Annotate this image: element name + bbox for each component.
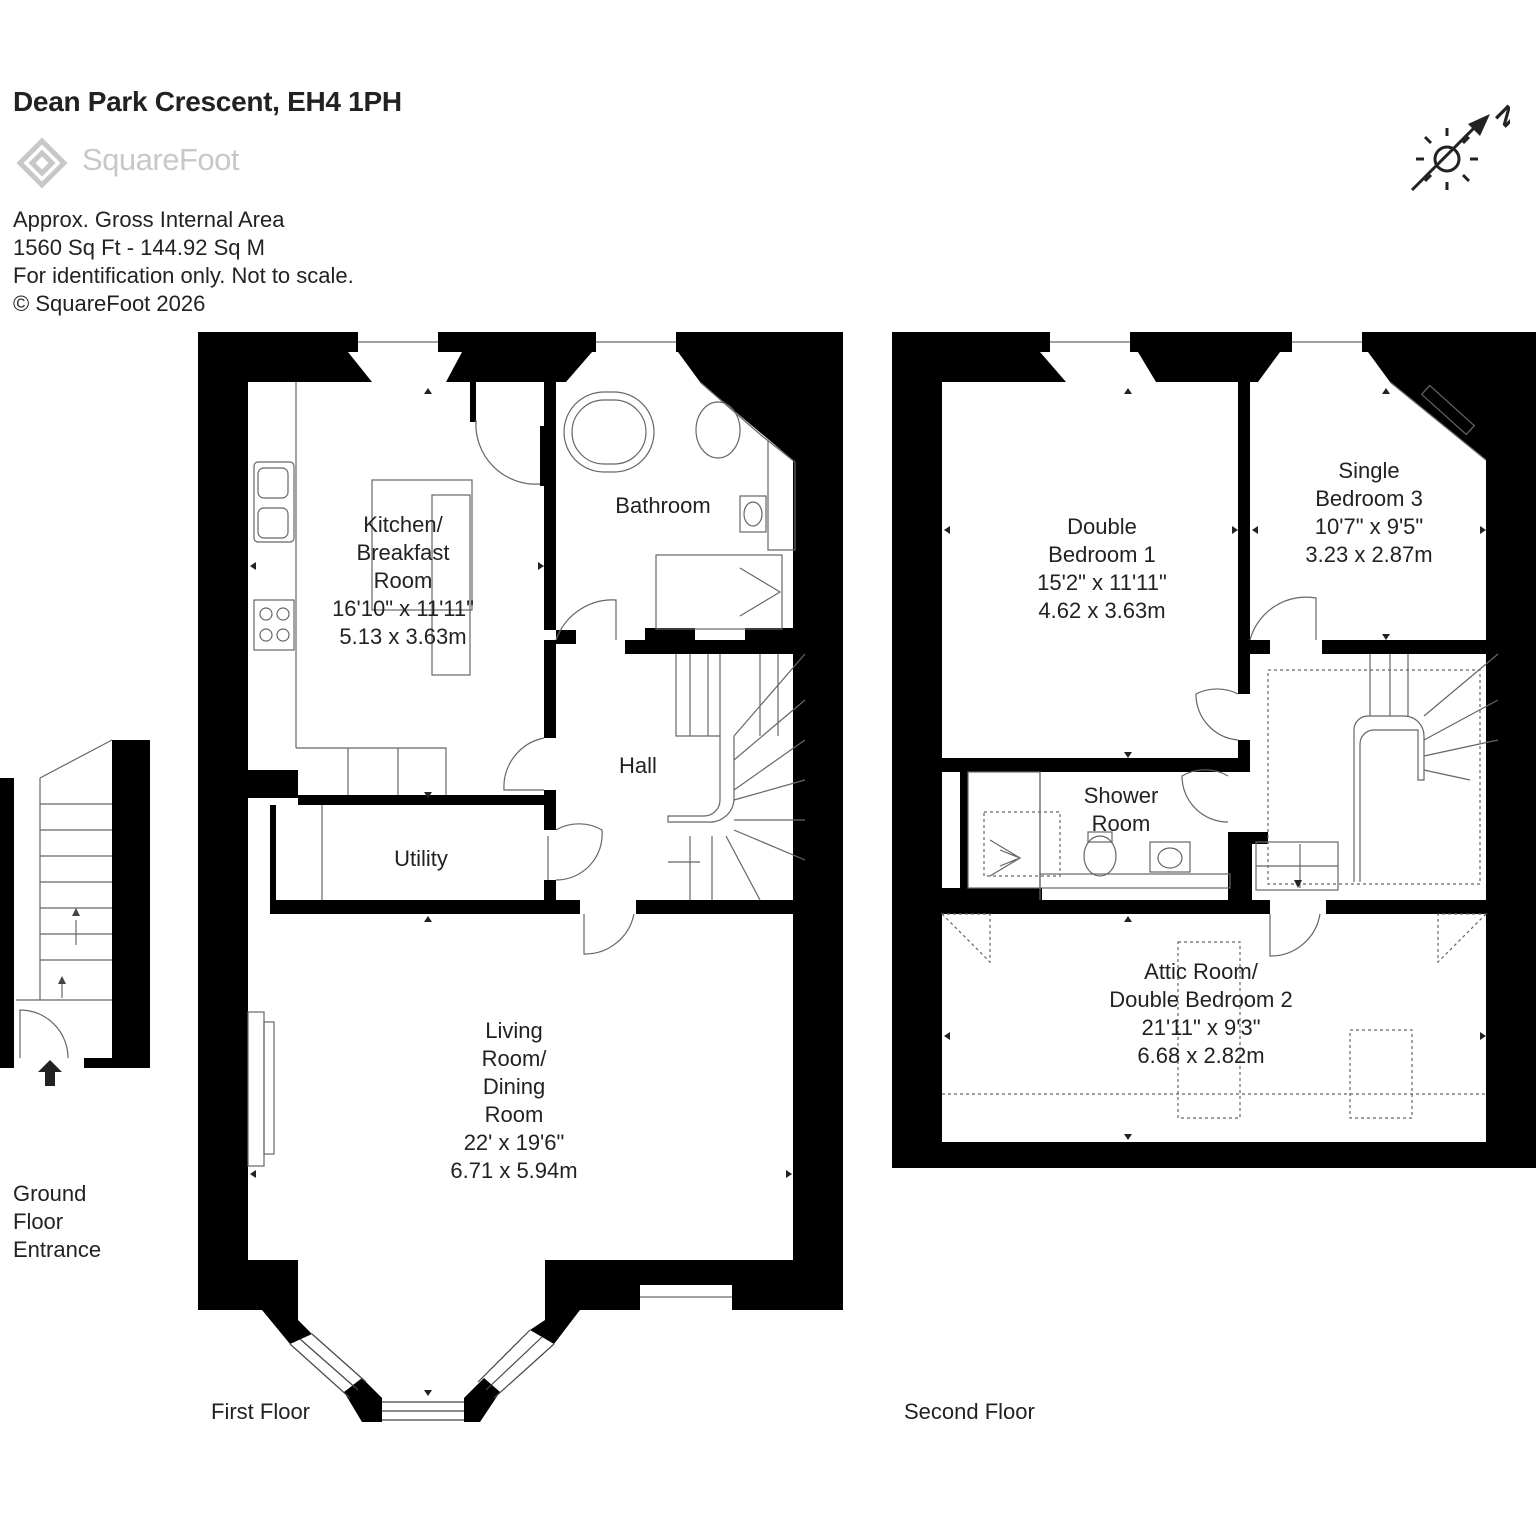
first-floor-plan <box>198 332 843 1422</box>
disclaimer: For identification only. Not to scale. <box>13 263 354 288</box>
room-label-bathroom: Bathroom <box>615 493 711 518</box>
floor-label-first: First Floor <box>211 1399 310 1424</box>
squarefoot-logo <box>16 137 68 189</box>
logo-wordmark: SquareFoot <box>82 142 240 177</box>
floor-label-second: Second Floor <box>904 1399 1035 1424</box>
second-floor-plan <box>892 332 1536 1168</box>
north-compass-icon: N <box>1410 99 1510 192</box>
copyright: © SquareFoot 2026 <box>13 291 206 316</box>
room-label-hall: Hall <box>619 753 657 778</box>
page-title: Dean Park Crescent, EH4 1PH <box>13 86 402 117</box>
area-heading: Approx. Gross Internal Area <box>13 207 285 232</box>
ground-floor-plan <box>0 739 150 1086</box>
room-label-utility: Utility <box>394 846 448 871</box>
area-value: 1560 Sq Ft - 144.92 Sq M <box>13 235 265 260</box>
